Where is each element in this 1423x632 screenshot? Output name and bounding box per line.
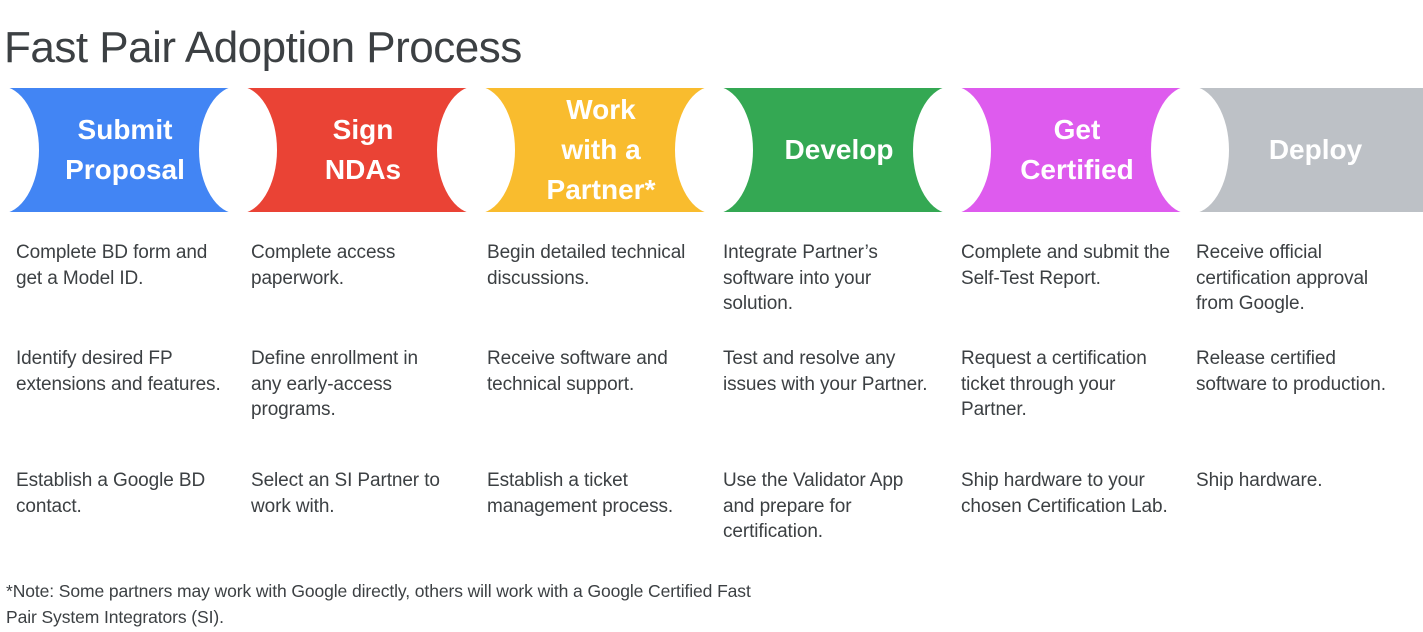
process-stage-label: Sign NDAs — [324, 114, 402, 185]
process-stage-label: Work with a Partner* — [546, 94, 656, 205]
stage-bullet: Define enrollment in any early-access pr… — [251, 348, 418, 420]
stage-bullet: Release certified software to production… — [1196, 348, 1386, 395]
process-stage-banner-3[interactable]: Work with a Partner* — [437, 86, 745, 214]
stage-bullet: Ship hardware. — [1196, 470, 1323, 491]
stage-bullet: Integrate Partner’s software into your s… — [723, 242, 878, 314]
process-columns: Complete BD form and get a Model ID. Iden… — [0, 240, 1423, 560]
stage-bullet: Request a certification ticket through y… — [961, 348, 1147, 420]
process-banner-row: Submit Proposal Sign NDAs Work with a Part… — [0, 86, 1423, 214]
page-title: Fast Pair Adoption Process — [4, 23, 522, 73]
process-stage-banner-1[interactable]: Submit Proposal — [0, 86, 269, 214]
stage-bullet: Use the Validator App and prepare for ce… — [723, 470, 904, 542]
stage-bullet: Establish a ticket management process. — [487, 470, 674, 517]
stage-bullet: Complete and submit the Self-Test Report… — [961, 242, 1170, 289]
process-stage-label: Submit Proposal — [65, 114, 185, 185]
stage-bullet: Complete BD form and get a Model ID. — [16, 242, 208, 289]
process-stage-label: Get Certified — [1020, 114, 1134, 185]
process-stage-label: Deploy — [1268, 134, 1363, 166]
stage-bullet: Begin detailed technical discussions. — [487, 242, 686, 289]
process-stage-banner-6[interactable]: Deploy — [1151, 86, 1423, 214]
stage-bullet: Receive official certification approval … — [1196, 242, 1369, 314]
process-stage-banner-5[interactable]: Get Certified — [913, 86, 1221, 214]
process-stage-label: Develop — [784, 134, 894, 166]
stage-bullet: Ship hardware to your chosen Certificati… — [961, 470, 1168, 517]
stage-bullet: Identify desired FP extensions and featu… — [16, 348, 221, 395]
stage-bullet: Receive software and technical support. — [487, 348, 668, 395]
process-stage-banner-4[interactable]: Develop — [675, 86, 983, 214]
footnote: *Note: Some partners may work with Googl… — [6, 581, 751, 627]
stage-bullet: Select an SI Partner to work with. — [251, 470, 440, 517]
process-stage-banner-2[interactable]: Sign NDAs — [199, 86, 507, 214]
stage-bullet: Complete access paperwork. — [251, 242, 396, 289]
stage-bullet: Establish a Google BD contact. — [16, 470, 206, 517]
stage-bullet: Test and resolve any issues with your Pa… — [723, 348, 928, 395]
